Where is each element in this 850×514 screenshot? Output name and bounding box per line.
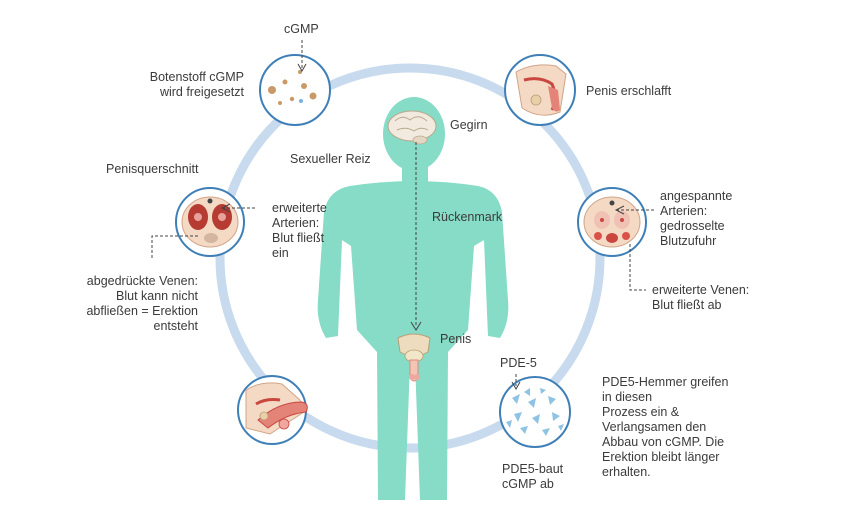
node-penis-erect: [237, 375, 308, 445]
penis-flaccid-icon: [515, 64, 567, 116]
gegirn-label: Gegirn: [450, 118, 488, 132]
brain-icon: [387, 110, 437, 145]
penisquerschnitt-label: Penisquerschnitt: [106, 162, 199, 176]
penis-erschlafft-label: Penis erschlafft: [586, 84, 672, 98]
cgmp-granules-icon: [268, 70, 317, 105]
node-cross-section-dilated: [175, 187, 245, 257]
pde5-baut-label: PDE5-baut cGMP ab: [502, 462, 564, 491]
node-pde5: [499, 374, 571, 448]
penis-erect-icon: [245, 382, 308, 435]
sexueller-reiz-label: Sexueller Reiz: [290, 152, 371, 166]
cycle-ring: [215, 63, 605, 453]
node-cgmp: [259, 40, 331, 126]
erweiterte-venen-label: erweiterte Venen: Blut fließt ab: [652, 283, 750, 312]
abgedrueckte-venen-label: abgedrückte Venen: Blut kann nicht abfli…: [86, 274, 198, 333]
spinal-cord-arrowhead: [410, 321, 422, 331]
penis-label: Penis: [440, 332, 472, 346]
erweiterte-arterien-label: erweiterte Arterien: Blut fließt ein: [272, 201, 327, 260]
rueckenmark-label: Rückenmark: [432, 210, 503, 224]
botenstoff-label: Botenstoff cGMP wird freigesetzt: [149, 70, 244, 99]
cgmp-top-label: cGMP: [284, 22, 319, 36]
pde5-hemmer-label: PDE5-Hemmer greifen in diesen Prozess ei…: [602, 375, 729, 479]
node-penis-flaccid: [504, 54, 576, 126]
pelvis-icon: [397, 333, 431, 382]
veins-dilated-leader: [629, 244, 646, 291]
angespannte-arterien-label: angespannte Arterien: gedrosselte Blutzu…: [660, 189, 733, 248]
cross-section-constricted-icon: [583, 196, 641, 248]
pde5-label: PDE-5: [500, 356, 537, 370]
node-cross-section-constricted: [577, 187, 647, 257]
veins-compressed-leader: [151, 235, 198, 260]
pde5-enzyme-icon: [506, 388, 564, 436]
